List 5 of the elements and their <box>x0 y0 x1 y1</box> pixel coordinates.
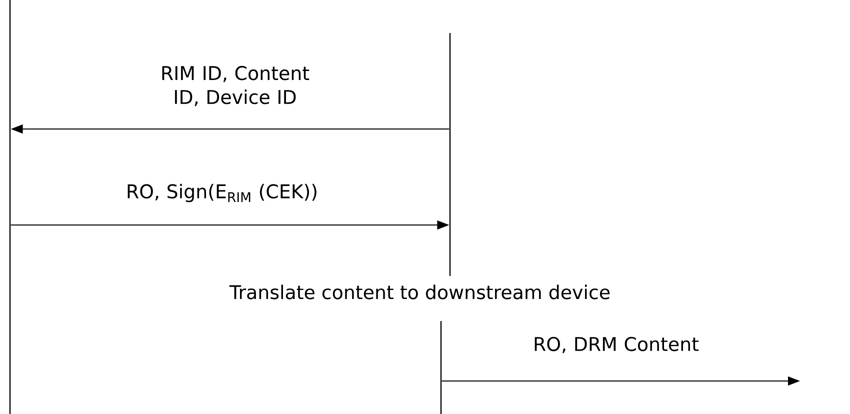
edge-label: RO, Sign(E$_{RIM}$ (CEK)) <box>128 184 316 202</box>
edge-label: RO, DRM Content <box>534 336 699 354</box>
lifeline <box>440 321 442 414</box>
note-text: Translate content to downstream device <box>229 284 610 300</box>
edge-label: RIM ID, Content ID, Device ID <box>162 66 310 106</box>
